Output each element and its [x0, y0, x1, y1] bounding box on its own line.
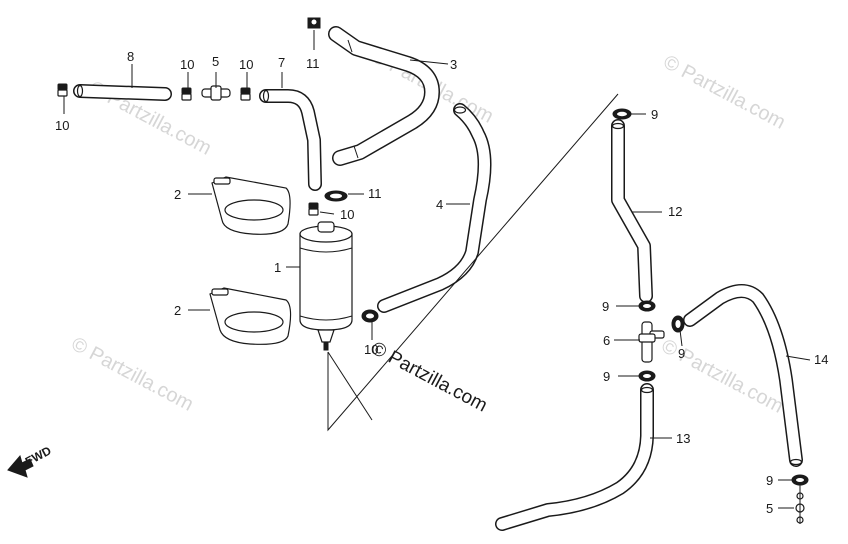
- watermark: © Partzilla.com: [68, 333, 197, 416]
- hose-part-8: [73, 84, 172, 101]
- callout-9: 9: [766, 473, 773, 488]
- callout-12: 12: [668, 204, 682, 219]
- callout-6: 6: [603, 333, 610, 348]
- clip-part-9-right: [671, 315, 685, 333]
- clip-part-10-d: [361, 309, 379, 323]
- callout-4: 4: [436, 197, 443, 212]
- callout-14: 14: [814, 352, 828, 367]
- clip-part-10-left: [57, 83, 68, 97]
- joint-part-5: [201, 85, 231, 101]
- callout-10: 10: [180, 57, 194, 72]
- clip-part-11-top: [307, 17, 321, 29]
- clip-part-10-a: [181, 87, 192, 101]
- clip-part-9-lower: [638, 370, 656, 382]
- callout-13: 13: [676, 431, 690, 446]
- hose-part-3: [328, 26, 440, 166]
- callout-9: 9: [602, 299, 609, 314]
- hose-part-12: [611, 119, 653, 303]
- joint-part-5-lower: [795, 484, 805, 524]
- callout-3: 3: [450, 57, 457, 72]
- callout-2: 2: [174, 303, 181, 318]
- callout-8: 8: [127, 49, 134, 64]
- hose-part-13: [495, 383, 654, 531]
- callout-10: 10: [340, 207, 354, 222]
- forward-arrow: FWD: [7, 443, 54, 478]
- callout-1: 1: [274, 260, 281, 275]
- hose-part-4: [377, 103, 492, 313]
- callout-9: 9: [651, 107, 658, 122]
- callout-5: 5: [766, 501, 773, 516]
- callout-10: 10: [55, 118, 69, 133]
- clip-part-9-mid: [638, 300, 656, 312]
- t-joint-part-6: [638, 321, 665, 363]
- filter-part-1: [299, 221, 353, 351]
- clip-part-11-lower: [324, 190, 348, 202]
- clip-part-9-top: [612, 108, 632, 120]
- clip-part-10-b: [240, 87, 251, 101]
- brand-text: © Partzilla.com: [368, 338, 491, 417]
- hose-part-7: [259, 89, 322, 191]
- clip-part-9-bottom: [791, 474, 809, 486]
- callout-11: 11: [306, 56, 320, 71]
- callout-9: 9: [678, 346, 685, 361]
- bracket-part-2-lower: [209, 287, 292, 345]
- callout-10: 10: [239, 57, 253, 72]
- fwd-label: FWD: [23, 443, 54, 468]
- callout-5: 5: [212, 54, 219, 69]
- bracket-part-2-upper: [211, 176, 291, 235]
- callout-leaders: [63, 30, 811, 509]
- clip-part-10-c: [308, 202, 319, 216]
- callout-9: 9: [603, 369, 610, 384]
- callout-11: 11: [368, 186, 382, 201]
- callout-10: 10: [364, 342, 378, 357]
- callout-2: 2: [174, 187, 181, 202]
- assembly-leader-lines: [327, 93, 619, 432]
- callout-7: 7: [278, 55, 285, 70]
- callouts: 10 8 10 5 10 7 11 3 2 11 10 4 1 2 10 9 1…: [55, 49, 828, 516]
- watermark: © Partzilla.com: [660, 51, 789, 134]
- hose-part-14: [683, 284, 803, 467]
